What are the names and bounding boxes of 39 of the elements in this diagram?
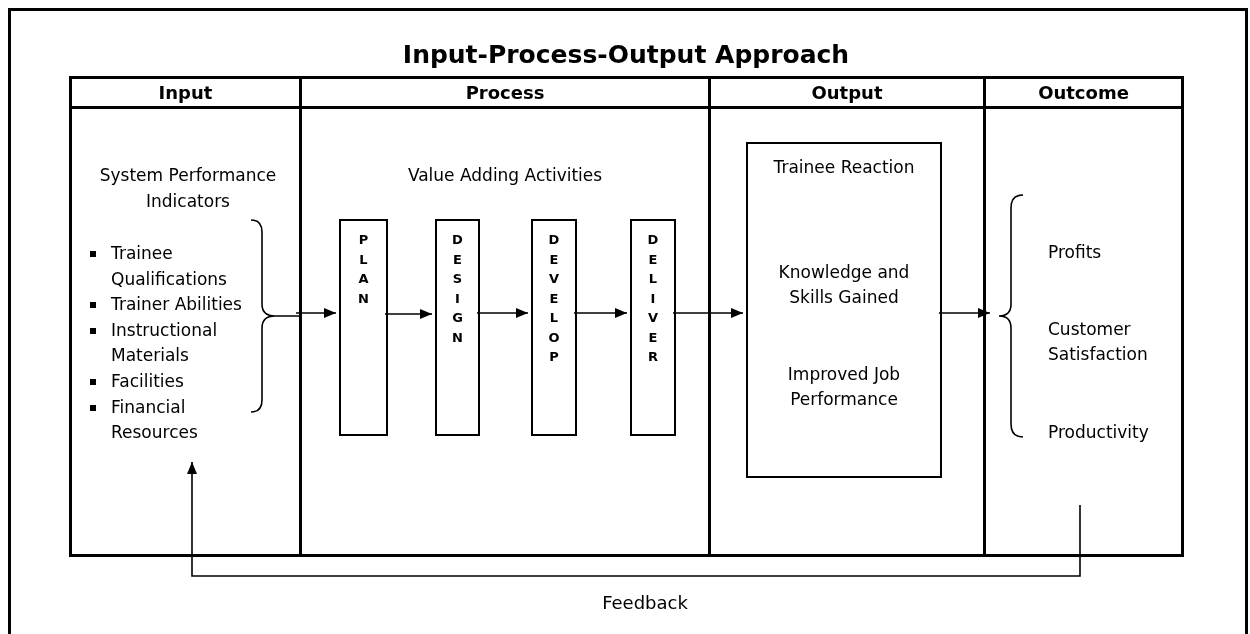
bullet-item: Trainee Qualifications <box>111 242 228 291</box>
column-panel <box>299 76 711 557</box>
section-heading: System Performance Indicators <box>98 164 278 213</box>
arrow <box>295 308 337 318</box>
vertical-label: DELIVER <box>646 231 660 366</box>
step-box <box>630 219 676 436</box>
arrow <box>384 309 433 319</box>
step-box <box>435 219 480 436</box>
bullet-item: Trainer Abilities <box>111 293 243 317</box>
bullet-item: Facilities <box>111 369 185 393</box>
vertical-label: DEVELOP <box>547 231 561 366</box>
bullet-item: Financial Resources <box>111 395 199 445</box>
column-panel <box>983 76 1184 557</box>
outcome-text: Productivity <box>1048 421 1150 444</box>
edge-label: Feedback <box>601 592 689 613</box>
column-header: Process <box>302 79 708 109</box>
bullet-item: Instructional Materials <box>111 318 219 368</box>
arrow <box>573 308 628 318</box>
vertical-label: PLAN <box>357 231 370 308</box>
output-box <box>746 142 942 478</box>
diagram-title: Input-Process-Output Approach <box>401 40 851 69</box>
section-heading: Value Adding Activities <box>406 164 604 187</box>
vertical-label: DESIGN <box>451 231 464 347</box>
arrow <box>476 308 529 318</box>
column-header: Input <box>72 79 299 109</box>
outcome-text: Improved Job Performance <box>786 363 902 411</box>
outcome-text: Knowledge and Skills Gained <box>777 261 911 309</box>
outcome-text: Customer Satisfaction <box>1048 318 1149 366</box>
step-box <box>531 219 577 436</box>
arrow <box>187 461 1081 577</box>
column-panel <box>69 76 302 557</box>
outcome-text: Trainee Reaction <box>772 156 916 179</box>
arrow <box>938 308 991 318</box>
step-box <box>339 219 388 436</box>
outcome-text: Profits <box>1048 241 1103 264</box>
arrow <box>672 308 744 318</box>
column-header: Output <box>711 79 983 109</box>
column-header: Outcome <box>986 79 1181 109</box>
column-panel <box>708 76 986 557</box>
